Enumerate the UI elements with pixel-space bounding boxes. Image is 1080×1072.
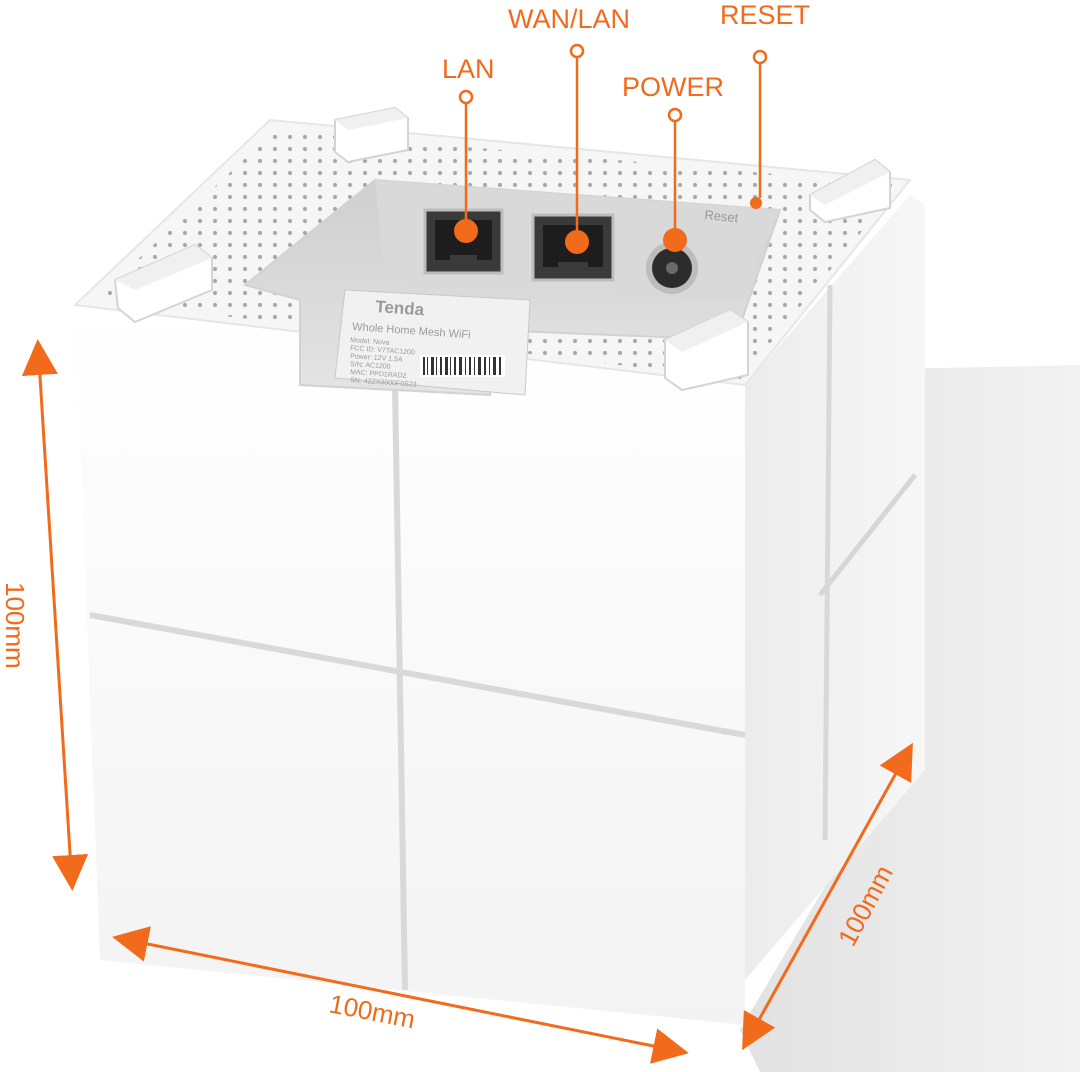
callout-reset-label: RESET — [720, 0, 810, 30]
callout-lan-label: LAN — [442, 54, 495, 84]
corner-foot — [113, 243, 213, 324]
callout-lan: LAN — [442, 54, 495, 243]
cube-front-seam-v — [392, 384, 408, 991]
label-line: Model: Nova — [350, 337, 390, 347]
label-line: MAC: PPD1RAD2 — [350, 369, 407, 380]
callout-power: POWER — [622, 72, 724, 252]
barcode — [420, 355, 505, 377]
power-jack — [646, 242, 698, 294]
cube-front-face — [75, 305, 745, 1025]
product-label: Tenda Whole Home Mesh WiFi Model: NovaFC… — [334, 289, 531, 396]
label-line: S/N: AC1200 — [350, 361, 391, 371]
label-line: SN: 42ZX0000F0S23 — [350, 377, 417, 389]
reset-text: Reset — [704, 207, 740, 226]
callout-wan-lan-label: WAN/LAN — [508, 4, 630, 34]
cube-front-seam-h — [89, 612, 746, 738]
label-line: Power: 12V 1.5A — [350, 353, 403, 364]
dimension-height: 100mm — [0, 339, 89, 891]
callout-power-label: POWER — [622, 72, 724, 102]
corner-foot — [664, 308, 749, 392]
corner-foot — [809, 158, 891, 224]
label-line: FCC ID: V7TAC1200 — [350, 345, 415, 357]
corner-foot — [334, 106, 409, 164]
cube-side-seam — [818, 473, 917, 597]
callout-wan-lan: WAN/LAN — [508, 4, 630, 254]
dimension-height-label: 100mm — [0, 582, 30, 669]
label-brand: Tenda — [375, 297, 426, 319]
callout-reset: RESET — [720, 0, 810, 209]
